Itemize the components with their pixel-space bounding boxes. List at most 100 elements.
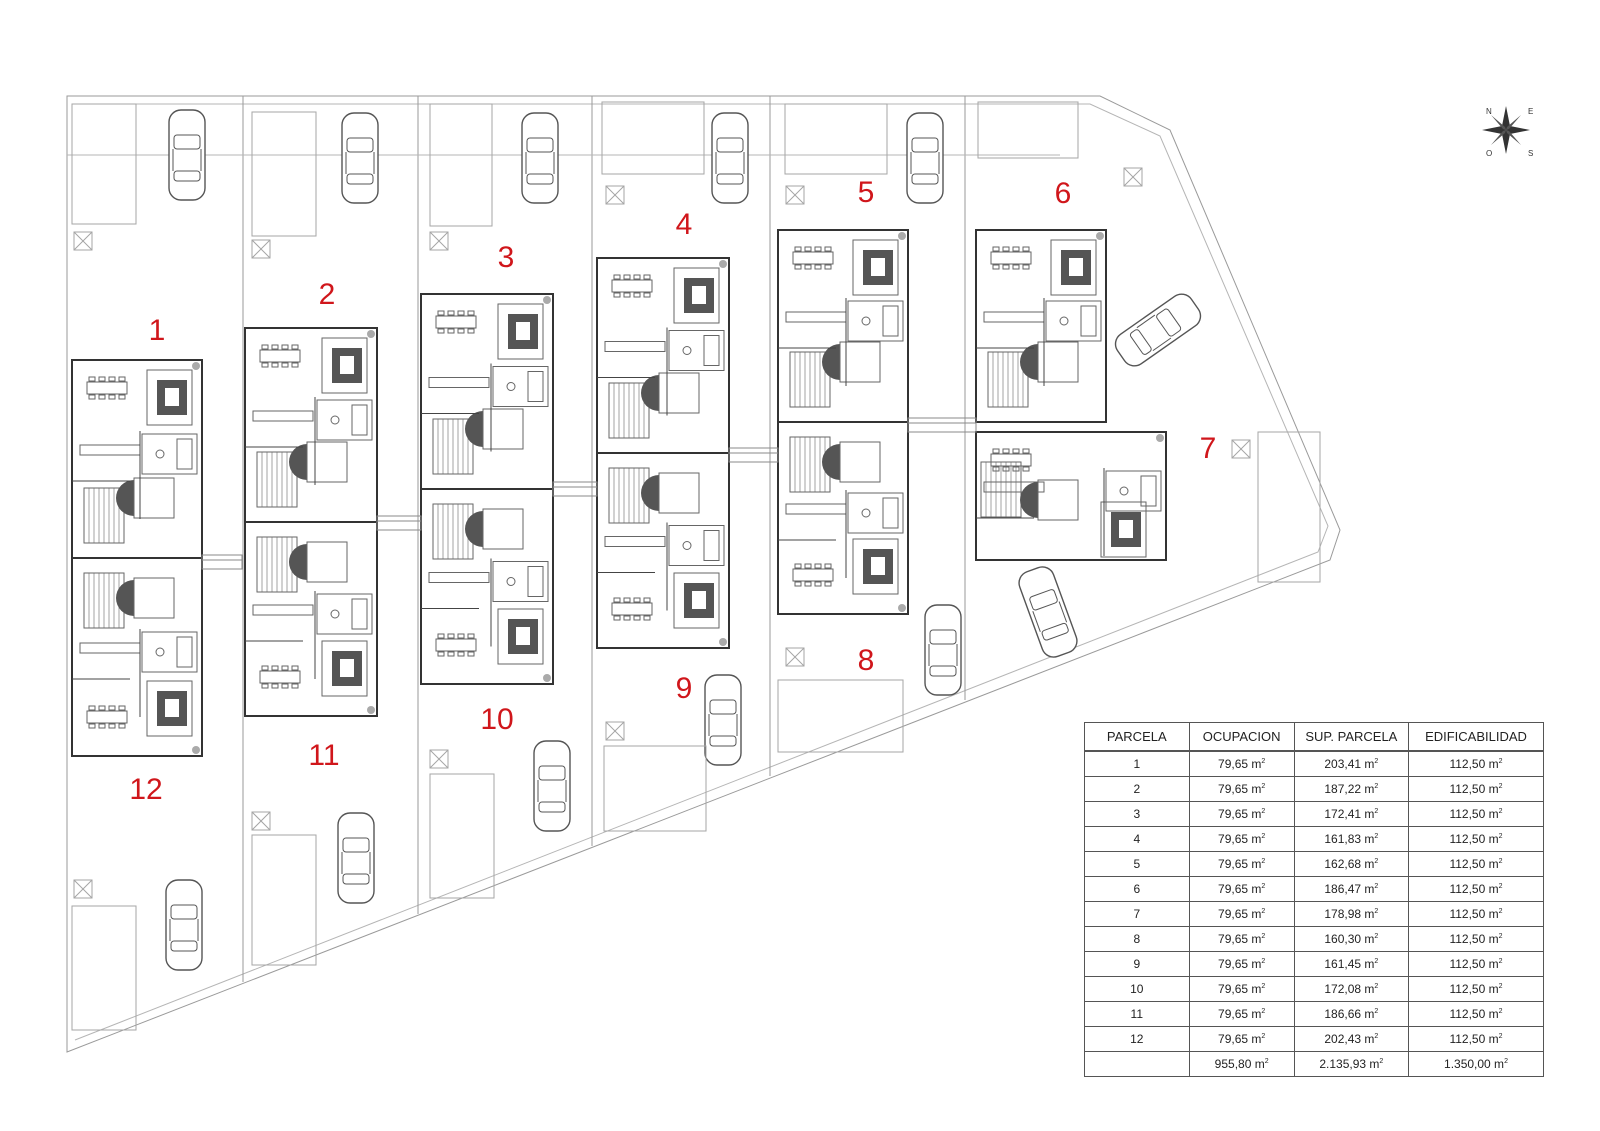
house-plan [596, 257, 730, 454]
unit-superscript: 2 [1261, 783, 1266, 790]
table-cell: 79,65 m2 [1188, 1026, 1295, 1052]
parcel-summary-table: PARCELA OCUPACION SUP. PARCELA EDIFICABI… [1084, 722, 1544, 1077]
unit-superscript: 2 [1374, 758, 1379, 765]
compass-north: N [1486, 107, 1492, 116]
cell-value: 7 [1133, 907, 1141, 921]
table-cell: 178,98 m2 [1293, 901, 1410, 927]
table-cell: 160,30 m2 [1293, 926, 1410, 952]
walkway [201, 554, 243, 570]
utility-box-icon [73, 231, 93, 251]
cell-value: 79,65 m [1218, 832, 1262, 846]
table-cell: 203,41 m2 [1293, 750, 1410, 777]
utility-box-icon [429, 749, 449, 769]
table-cell: 186,66 m2 [1293, 1001, 1410, 1027]
table-cell: 7 [1084, 901, 1190, 927]
cell-value: 1.350,00 m [1444, 1057, 1505, 1071]
cell-value: 1 [1133, 757, 1141, 771]
cell-value: 178,98 m [1324, 907, 1375, 921]
table-cell: 172,08 m2 [1293, 976, 1410, 1002]
walkway [552, 481, 598, 497]
utility-box-icon [605, 721, 625, 741]
unit-superscript: 2 [1379, 1058, 1384, 1065]
utility-box-icon [785, 185, 805, 205]
cell-value: 112,50 m [1449, 932, 1499, 946]
car-icon [521, 112, 559, 204]
unit-superscript: 2 [1374, 983, 1379, 990]
cell-value: 112,50 m [1449, 807, 1499, 821]
parcel-label-4: 4 [675, 208, 693, 241]
house-plan [244, 327, 378, 523]
house-plan [975, 229, 1107, 423]
unit-superscript: 2 [1374, 958, 1379, 965]
table-cell: 112,50 m2 [1408, 876, 1544, 902]
table-cell: 79,65 m2 [1188, 876, 1295, 902]
unit-superscript: 2 [1498, 858, 1503, 865]
unit-superscript: 2 [1498, 958, 1503, 965]
cell-value: 79,65 m [1218, 932, 1262, 946]
car-icon [337, 812, 375, 904]
table-cell: 112,50 m2 [1408, 801, 1544, 827]
cell-value: 79,65 m [1218, 907, 1262, 921]
cell-value: 5 [1133, 857, 1141, 871]
utility-box-icon [785, 647, 805, 667]
garden-area [71, 905, 137, 1031]
table-cell: 5 [1084, 851, 1190, 877]
table-cell: 186,47 m2 [1293, 876, 1410, 902]
car-icon [906, 112, 944, 204]
garden-area [977, 101, 1079, 159]
unit-superscript: 2 [1498, 1033, 1503, 1040]
cell-value: 2 [1133, 782, 1141, 796]
table-cell: 112,50 m2 [1408, 1001, 1544, 1027]
table-cell: 161,45 m2 [1293, 951, 1410, 977]
cell-value: 161,83 m [1324, 832, 1375, 846]
parcel-label-12: 12 [129, 773, 163, 806]
cell-value: 79,65 m [1218, 957, 1262, 971]
utility-box-icon [251, 811, 271, 831]
house-plan [975, 431, 1167, 561]
table-cell: 3 [1084, 801, 1190, 827]
car-icon [924, 604, 962, 696]
garden-area [251, 111, 317, 237]
table-cell: 2 [1084, 776, 1190, 802]
utility-box-icon [1231, 439, 1251, 459]
unit-superscript: 2 [1374, 833, 1379, 840]
table-cell: 2.135,93 m2 [1293, 1051, 1410, 1077]
table-cell: 11 [1084, 1001, 1190, 1027]
cell-value: 3 [1133, 807, 1141, 821]
garden-area [601, 101, 705, 175]
cell-value: 172,41 m [1324, 807, 1375, 821]
house-plan [777, 421, 909, 615]
table-cell: 202,43 m2 [1293, 1026, 1410, 1052]
unit-superscript: 2 [1374, 1008, 1379, 1015]
unit-superscript: 2 [1374, 858, 1379, 865]
unit-superscript: 2 [1498, 833, 1503, 840]
unit-superscript: 2 [1374, 1033, 1379, 1040]
garden-area [71, 103, 137, 225]
cell-value: 161,45 m [1324, 957, 1375, 971]
table-cell: 79,65 m2 [1188, 826, 1295, 852]
unit-superscript: 2 [1498, 883, 1503, 890]
unit-superscript: 2 [1498, 983, 1503, 990]
house-plan [71, 359, 203, 559]
unit-superscript: 2 [1261, 958, 1266, 965]
garden-area [603, 745, 707, 832]
cell-value: 202,43 m [1324, 1032, 1375, 1046]
table-cell: 9 [1084, 951, 1190, 977]
cell-value: 79,65 m [1218, 1032, 1262, 1046]
table-cell: 172,41 m2 [1293, 801, 1410, 827]
unit-superscript: 2 [1498, 783, 1503, 790]
parcel-label-9: 9 [675, 672, 693, 705]
table-cell: 1.350,00 m2 [1408, 1051, 1544, 1077]
header-sup-parcela: SUP. PARCELA [1293, 722, 1410, 752]
house-plan [420, 293, 554, 490]
cell-value: 8 [1133, 932, 1141, 946]
cell-value: 186,47 m [1324, 882, 1375, 896]
car-icon [168, 109, 206, 201]
cell-value: 162,68 m [1324, 857, 1375, 871]
car-icon [341, 112, 379, 204]
parcel-label-1: 1 [148, 314, 166, 347]
cell-value: 12 [1130, 1032, 1144, 1046]
